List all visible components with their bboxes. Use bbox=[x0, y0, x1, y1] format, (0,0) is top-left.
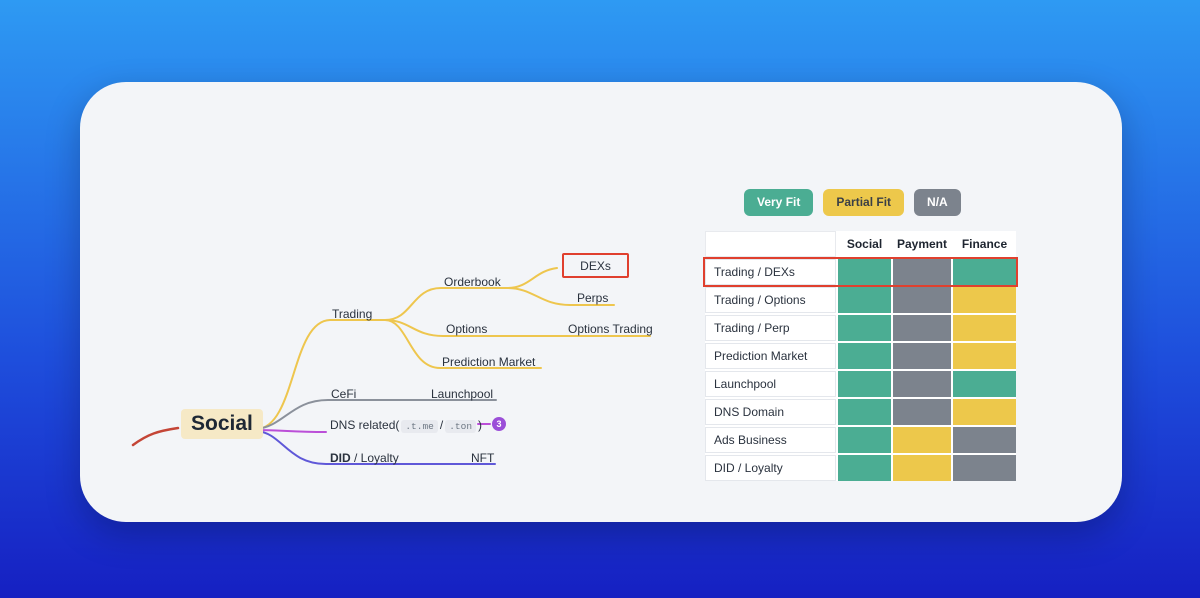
row-label: Ads Business bbox=[705, 427, 836, 453]
cell-launchpool-payment bbox=[893, 371, 951, 397]
cell-ads-business-finance bbox=[953, 427, 1016, 453]
dns-tag-ton: .ton bbox=[445, 420, 477, 433]
mindmap-node-prediction-market[interactable]: Prediction Market bbox=[442, 355, 536, 369]
table-corner-cell bbox=[705, 231, 836, 257]
cell-launchpool-finance bbox=[953, 371, 1016, 397]
mindmap-node-dns-related[interactable]: DNS related(.t.me/.ton) bbox=[330, 417, 482, 435]
cell-did-loyalty-social bbox=[838, 455, 891, 481]
row-label: Launchpool bbox=[705, 371, 836, 397]
cell-ads-business-payment bbox=[893, 427, 951, 453]
cell-prediction-market-payment bbox=[893, 343, 951, 369]
column-header-finance: Finance bbox=[953, 231, 1016, 257]
mindmap-node-orderbook[interactable]: Orderbook bbox=[444, 275, 501, 289]
cell-trading-perp-finance bbox=[953, 315, 1016, 341]
dns-suffix-text: ) bbox=[478, 418, 483, 432]
mindmap-node-trading[interactable]: Trading bbox=[332, 307, 373, 321]
row-label: Prediction Market bbox=[705, 343, 836, 369]
did-rest-text: / Loyalty bbox=[350, 451, 399, 465]
dexs-label: DEXs bbox=[580, 258, 611, 273]
column-header-social: Social bbox=[838, 231, 891, 257]
mindmap-node-social[interactable]: Social bbox=[181, 409, 263, 439]
row-label: Trading / Perp bbox=[705, 315, 836, 341]
dns-tag-tme: .t.me bbox=[401, 420, 438, 433]
row-label: Trading / Options bbox=[705, 287, 836, 313]
cell-trading-dexs-finance bbox=[953, 259, 1016, 285]
cell-dns-domain-finance bbox=[953, 399, 1016, 425]
cell-trading-perp-social bbox=[838, 315, 891, 341]
mindmap-node-nft[interactable]: NFT bbox=[471, 451, 495, 465]
mindmap-node-perps[interactable]: Perps bbox=[577, 291, 609, 305]
cell-prediction-market-social bbox=[838, 343, 891, 369]
cell-trading-dexs-social bbox=[838, 259, 891, 285]
cell-trading-perp-payment bbox=[893, 315, 951, 341]
legend-button-very-fit[interactable]: Very Fit bbox=[744, 189, 814, 216]
dns-separator: / bbox=[439, 418, 444, 432]
legend-button-partial-fit[interactable]: Partial Fit bbox=[823, 189, 905, 216]
legend: Very Fit Partial Fit N/A bbox=[744, 189, 961, 216]
row-label: DID / Loyalty bbox=[705, 455, 836, 481]
cell-launchpool-social bbox=[838, 371, 891, 397]
mindmap-node-options-trading[interactable]: Options Trading bbox=[568, 322, 653, 336]
mindmap-node-dexs[interactable]: DEXs bbox=[562, 253, 629, 278]
row-label: DNS Domain bbox=[705, 399, 836, 425]
cell-trading-options-social bbox=[838, 287, 891, 313]
cell-dns-domain-payment bbox=[893, 399, 951, 425]
cell-did-loyalty-finance bbox=[953, 455, 1016, 481]
dns-prefix-text: DNS related( bbox=[330, 418, 400, 432]
mindmap-node-cefi[interactable]: CeFi bbox=[331, 387, 357, 401]
mindmap-node-did-loyalty[interactable]: DID / Loyalty bbox=[330, 450, 399, 466]
cell-dns-domain-social bbox=[838, 399, 891, 425]
cell-trading-options-payment bbox=[893, 287, 951, 313]
cell-prediction-market-finance bbox=[953, 343, 1016, 369]
cell-trading-options-finance bbox=[953, 287, 1016, 313]
legend-button-na[interactable]: N/A bbox=[914, 189, 961, 216]
mindmap-node-options[interactable]: Options bbox=[446, 322, 488, 336]
did-bold-text: DID bbox=[330, 451, 351, 465]
cell-trading-dexs-payment bbox=[893, 259, 951, 285]
dns-count-badge[interactable]: 3 bbox=[492, 417, 506, 431]
cell-ads-business-social bbox=[838, 427, 891, 453]
column-header-payment: Payment bbox=[893, 231, 951, 257]
mindmap-node-launchpool[interactable]: Launchpool bbox=[431, 387, 494, 401]
row-label: Trading / DEXs bbox=[705, 259, 836, 285]
cell-did-loyalty-payment bbox=[893, 455, 951, 481]
